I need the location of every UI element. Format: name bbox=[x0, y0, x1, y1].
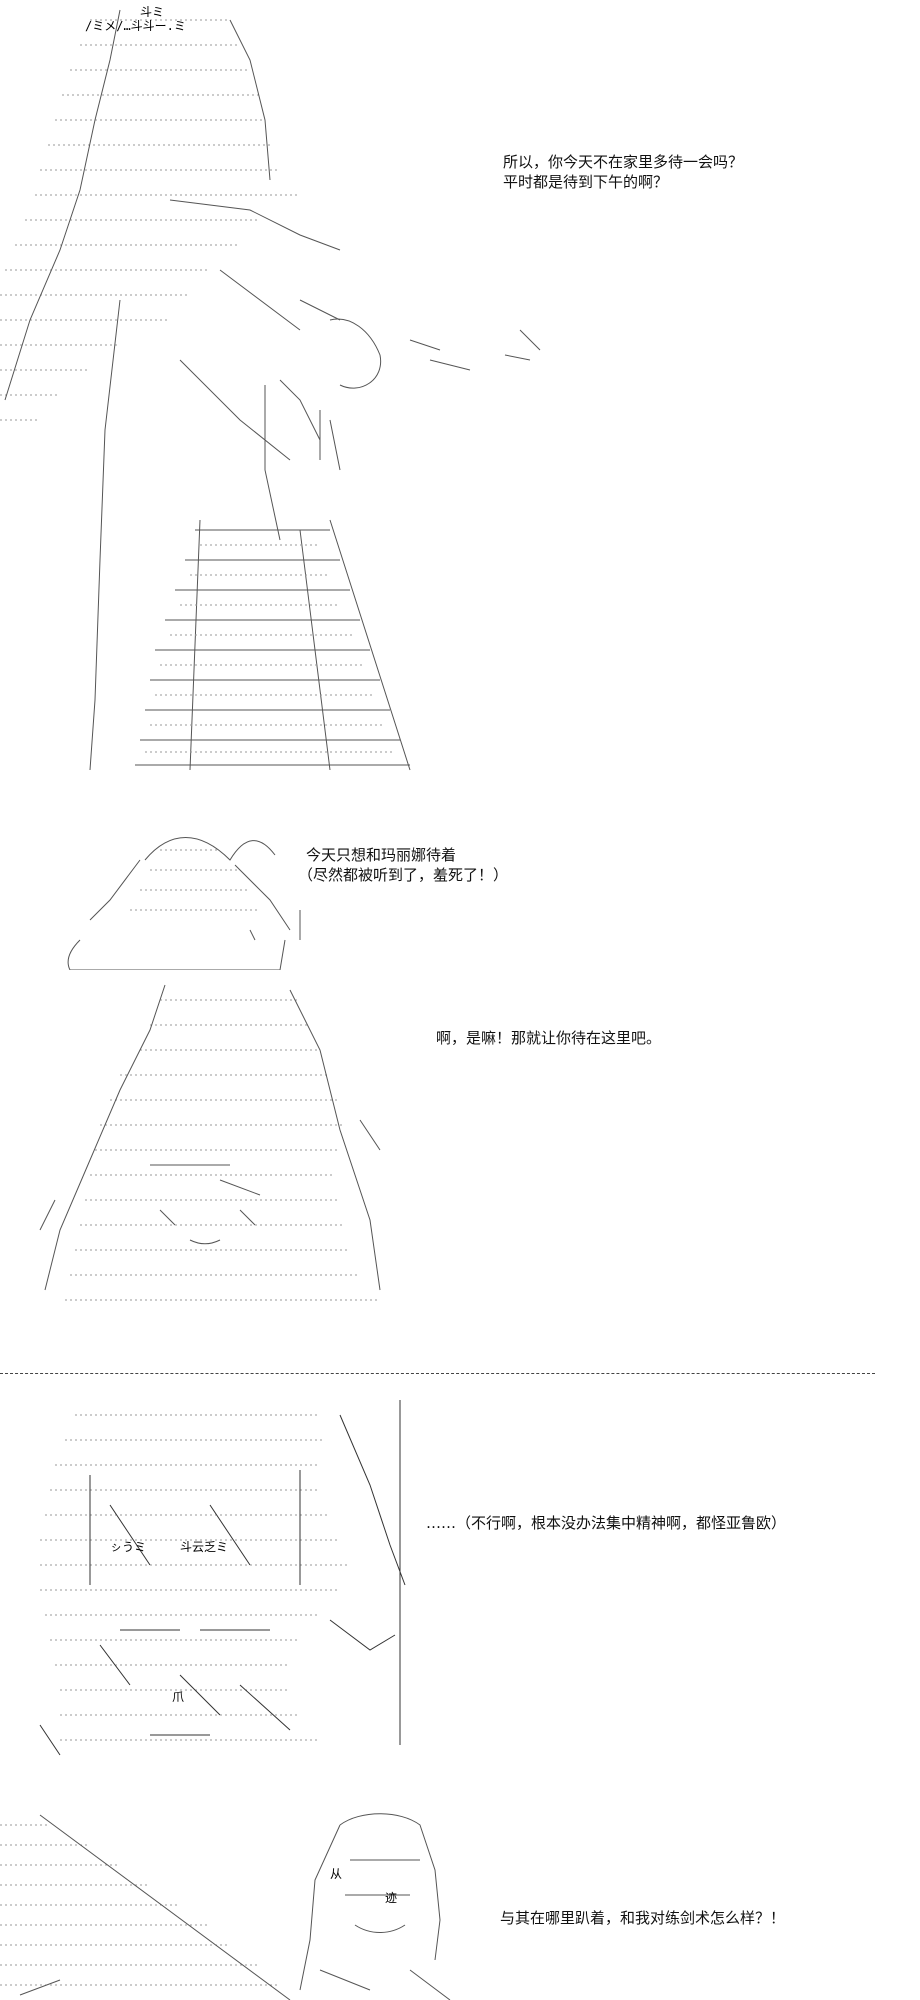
panel-2: 今天只想和玛丽娜待着 （尽然都被听到了，羞死了！） bbox=[0, 790, 920, 970]
panel-1: 斗ミ /ミメ/…斗斗ー.ミ 所以，你今天不在家里多待一会吗？ 平时都是待到下午的… bbox=[0, 0, 920, 790]
dialogue-line: 平时都是待到下午的啊？ bbox=[503, 173, 669, 191]
dialogue-line: 所以，你今天不在家里多待一会吗？ bbox=[503, 153, 744, 171]
panel-5: 从 迹 与其在哪里趴着，和我对练剑术怎么样？！ bbox=[0, 1800, 920, 2000]
ascii-art-distracted-figure: ㇱうミ 斗云乏ミ 爪 bbox=[39, 1400, 406, 1756]
ascii-art-smiling-figure bbox=[39, 984, 381, 1301]
dialogue-line: （尽然都被听到了，羞死了！） bbox=[298, 866, 509, 884]
dialogue-line: 今天只想和玛丽娜待着 bbox=[306, 846, 457, 864]
face-ascii-text: 迹 bbox=[385, 1891, 397, 1905]
ascii-art-lying-and-chibi-figures: 从 迹 bbox=[0, 1813, 451, 2000]
panel-3: 啊，是嘛！那就让你待在这里吧。 bbox=[0, 970, 920, 1330]
eye-ascii-text: 斗云乏ミ bbox=[180, 1540, 228, 1554]
ascii-art-figure-standing: 斗ミ /ミメ/…斗斗ー.ミ bbox=[0, 5, 541, 771]
section-divider bbox=[0, 1373, 875, 1374]
face-ascii-text: 从 bbox=[330, 1867, 342, 1881]
dialogue-line: 与其在哪里趴着，和我对练剑术怎么样？！ bbox=[500, 1909, 786, 1927]
panel-4: ㇱうミ 斗云乏ミ 爪 ……（不行啊，根本没办法集中精神啊，都怪亚鲁欧） bbox=[0, 1385, 920, 1760]
dialogue-line: ……（不行啊，根本没办法集中精神啊，都怪亚鲁欧） bbox=[426, 1514, 787, 1532]
hair-ascii-text: /ミメ/…斗斗ー.ミ bbox=[85, 19, 186, 33]
dialogue-line: 啊，是嘛！那就让你待在这里吧。 bbox=[436, 1029, 662, 1047]
hand-ascii-text: 爪 bbox=[172, 1690, 184, 1704]
ascii-art-sleeping-figure bbox=[67, 837, 301, 970]
head-ascii-text: 斗ミ bbox=[140, 5, 164, 19]
eye-ascii-text: ㇱうミ bbox=[110, 1540, 146, 1554]
